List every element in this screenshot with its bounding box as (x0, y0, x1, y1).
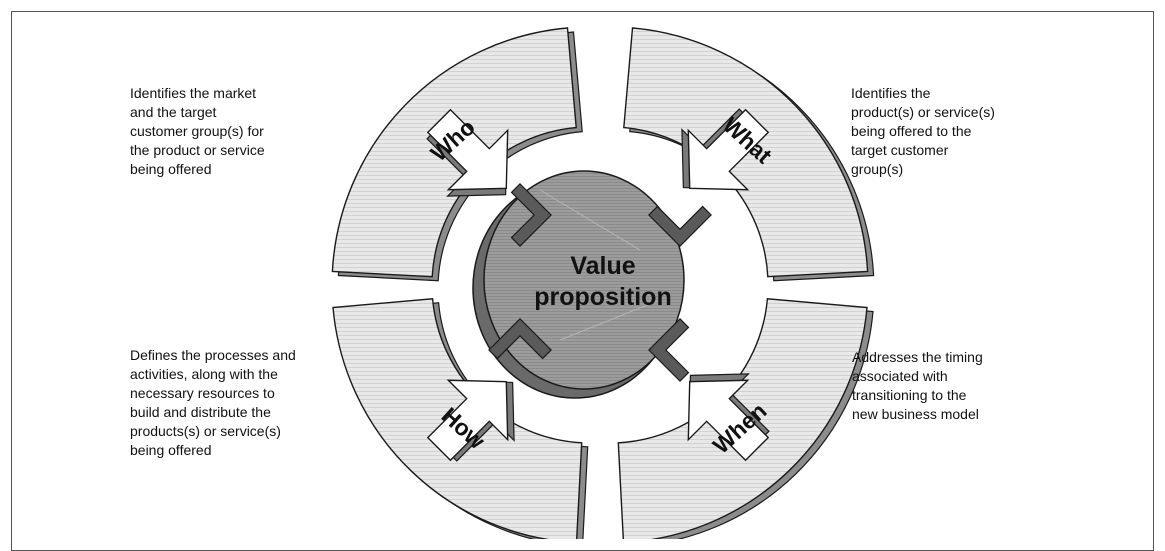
arrowhead-who-inner (510, 183, 552, 247)
center-title-line2: proposition (534, 283, 671, 311)
description-how: Defines the processes and activities, al… (130, 347, 296, 458)
arrow-how (426, 379, 515, 462)
description-who: Identifies the market and the target cus… (130, 85, 265, 177)
diagram-canvas: Who What How When Value proposition Iden… (11, 11, 1154, 551)
arrow-when (687, 373, 770, 462)
description-when: Addresses the timing associated with tra… (852, 349, 983, 422)
arrowhead-how-inner (488, 318, 552, 360)
arrow-what (681, 108, 770, 191)
arrow-who (426, 108, 509, 197)
description-what: Identifies the product(s) or service(s) … (851, 85, 995, 177)
center-title-line1: Value (570, 252, 635, 280)
arrowhead-what-inner (648, 205, 712, 247)
value-proposition-diagram: Who What How When Value proposition (331, 27, 875, 539)
arrowhead-when-inner (648, 318, 690, 382)
